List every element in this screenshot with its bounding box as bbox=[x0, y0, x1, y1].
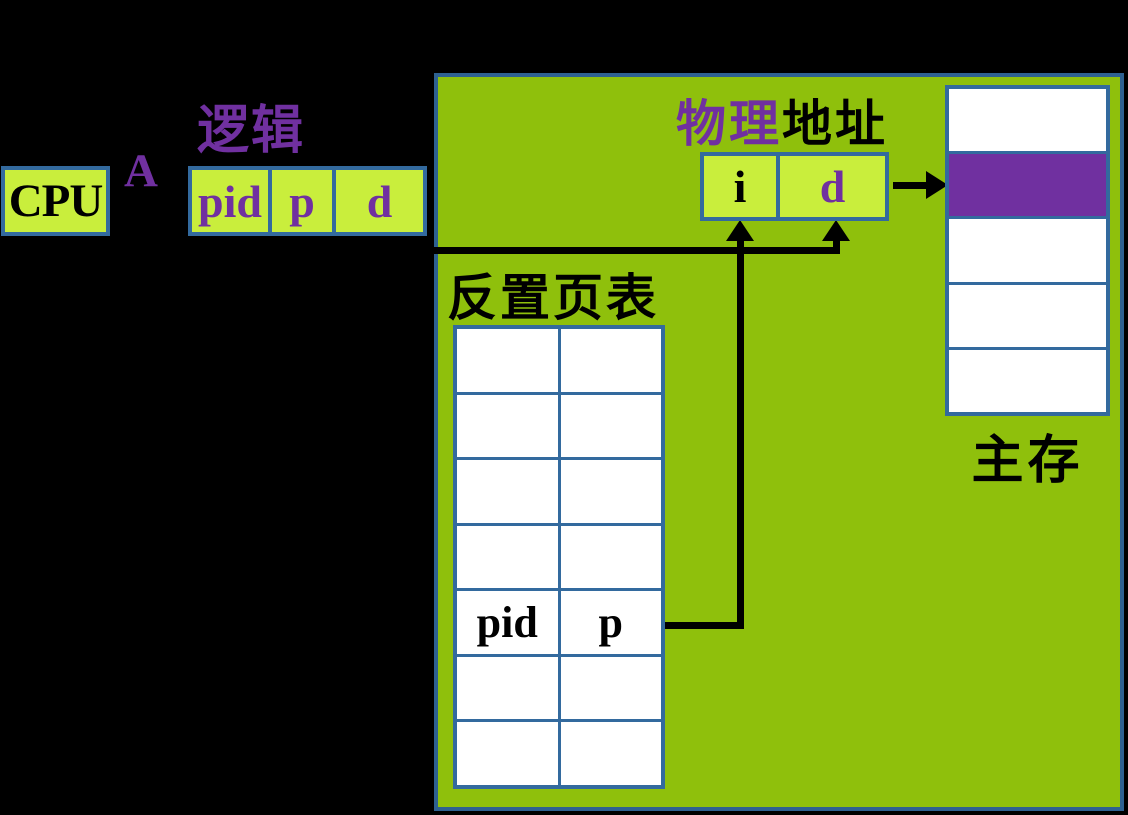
connector-to-i-line bbox=[737, 239, 744, 629]
empty-cell bbox=[561, 395, 662, 458]
arrowhead-right-memory-icon bbox=[926, 171, 948, 199]
empty-cell bbox=[457, 460, 561, 523]
inverted-table-row bbox=[457, 329, 661, 392]
memory-frame bbox=[949, 346, 1106, 413]
inverted-page-table-title: 反置页表 bbox=[447, 270, 659, 326]
cpu-label: CPU bbox=[8, 175, 104, 227]
empty-cell bbox=[457, 656, 561, 720]
physical-address-box: i d bbox=[700, 152, 889, 221]
entry-p-cell: p bbox=[598, 598, 623, 648]
memory-frame-highlighted bbox=[949, 151, 1106, 217]
entry-pid-cell: pid bbox=[457, 591, 561, 654]
physical-address-title-part1: 物理 bbox=[676, 96, 782, 152]
main-memory-title: 主存 bbox=[971, 432, 1084, 490]
empty-cell bbox=[561, 722, 662, 785]
empty-cell bbox=[457, 394, 561, 458]
physical-field-i: i bbox=[733, 161, 747, 212]
empty-cell bbox=[561, 460, 662, 523]
inverted-table-row bbox=[457, 457, 661, 523]
physical-address-title-part2: 地址 bbox=[782, 96, 888, 152]
connector-d-down-line bbox=[373, 234, 380, 251]
logical-field-d: d bbox=[332, 170, 423, 232]
inverted-table-row bbox=[457, 522, 662, 589]
inverted-table-row bbox=[457, 719, 662, 786]
connector-table-to-i-line bbox=[661, 622, 744, 629]
memory-frame bbox=[949, 216, 1106, 282]
cpu-box: CPU bbox=[1, 166, 110, 236]
logical-field-p: p bbox=[268, 170, 332, 232]
empty-cell bbox=[561, 657, 662, 720]
inverted-table-row bbox=[457, 391, 662, 458]
empty-cell bbox=[457, 329, 561, 392]
logical-address-title: 逻辑 bbox=[197, 102, 306, 160]
physical-address-title: 物理地址 bbox=[676, 84, 888, 156]
arrowhead-up-i-icon bbox=[726, 220, 754, 241]
connector-d-horizontal-line bbox=[373, 247, 840, 254]
address-bus-label: A bbox=[124, 145, 158, 197]
inverted-table-row bbox=[457, 653, 662, 720]
main-memory-table bbox=[945, 85, 1110, 416]
empty-cell bbox=[457, 722, 561, 786]
memory-frame bbox=[949, 281, 1106, 347]
empty-cell bbox=[457, 525, 561, 589]
connector-to-memory-line bbox=[893, 182, 931, 189]
empty-cell bbox=[561, 526, 662, 589]
arrowhead-up-d-icon bbox=[822, 220, 850, 241]
physical-field-d: d bbox=[776, 156, 885, 217]
empty-cell bbox=[561, 329, 662, 392]
memory-frame bbox=[949, 89, 1106, 152]
logical-address-box: pid p d bbox=[188, 166, 427, 236]
logical-field-pid: pid bbox=[198, 175, 262, 227]
connector-to-d-line bbox=[833, 239, 840, 251]
